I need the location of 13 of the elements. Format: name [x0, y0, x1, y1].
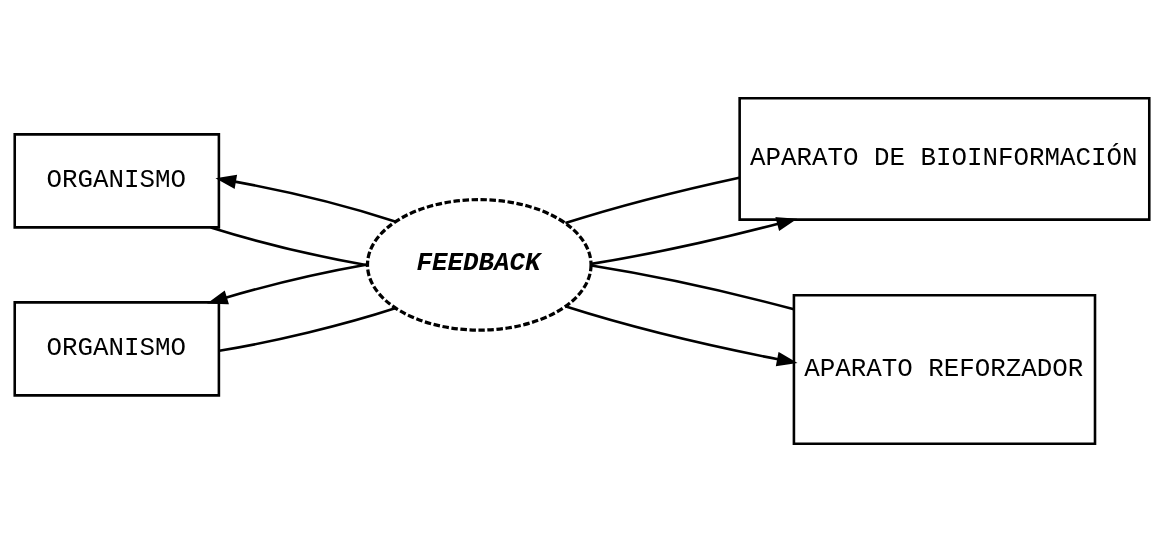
- node-box: ORGANISMO: [13, 132, 221, 229]
- node-box: APARATO REFORZADOR: [792, 293, 1097, 445]
- connector: [565, 175, 740, 224]
- arrow: [591, 216, 798, 265]
- connector: [219, 306, 396, 352]
- node-box: APARATO DE BIOINFORMACIÓN: [738, 96, 1151, 221]
- arrow: [565, 304, 798, 366]
- arrow: [207, 262, 368, 304]
- connector: [591, 263, 795, 311]
- node-box: ORGANISMO: [13, 300, 221, 397]
- node-ellipse: FEEDBACK: [365, 197, 593, 332]
- connector: [210, 225, 368, 266]
- arrow: [215, 174, 396, 223]
